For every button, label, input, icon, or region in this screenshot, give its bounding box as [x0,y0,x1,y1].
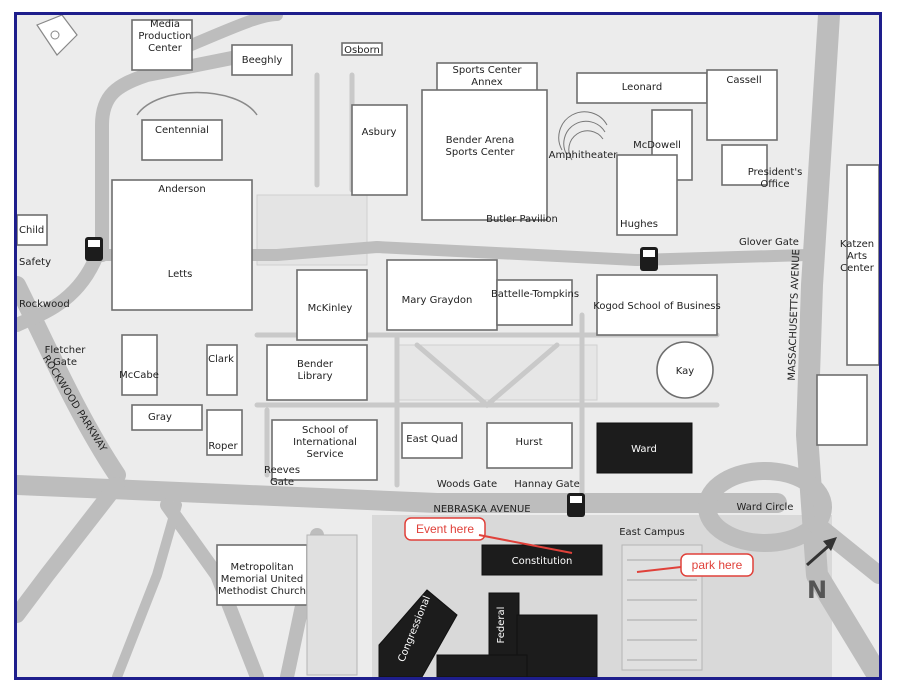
label-federal: Federal [496,607,507,644]
label-amphitheater: Amphitheater [549,150,619,161]
label-hurst: Hurst [515,437,542,448]
event-here-callout[interactable]: Event here [404,517,573,554]
label-sports-annex: Sports Center [453,65,523,76]
label-sis: School of [302,425,348,436]
label-rockwood: Rockwood [19,299,70,310]
quad-lawn [396,344,598,401]
label-fletcher-gate: Fletcher [45,345,87,356]
park-here-callout[interactable]: park here [636,553,754,577]
label-katzen: Arts [847,251,867,262]
label-constitution: Constitution [512,556,573,567]
label-hannay-gate: Hannay Gate [514,479,580,490]
label-asbury: Asbury [362,127,397,138]
label-ward: Ward [631,444,657,455]
label-mckinley: McKinley [308,303,353,314]
label-media-production: Media [150,19,180,30]
gate-labels: Glover Gate Fletcher Gate Reeves Gate Wo… [45,237,799,490]
label-reeves-gate: Gate [270,477,294,488]
label-glover-gate: Glover Gate [739,237,799,248]
shuttle-bus-icon [640,247,658,271]
east-campus-buildings [378,422,693,677]
centennial-arch [136,91,258,116]
label-child: Child [19,225,44,236]
label-metropolitan: Memorial United [221,574,303,585]
shuttle-bus-icon [567,493,585,517]
label-katzen: Center [840,263,875,274]
label-beeghly: Beeghly [242,55,283,66]
label-bender-arena: Bender Arena [446,135,515,146]
campus-map-frame: Media Production Center Beeghly Osborn S… [14,12,882,680]
label-east-quad: East Quad [406,434,457,445]
label-metropolitan: Methodist Church [218,586,306,597]
label-east-campus: East Campus [619,527,685,538]
label-ward-circle: Ward Circle [737,502,794,513]
label-reeves-gate: Reeves [264,465,300,476]
label-cassell: Cassell [726,75,761,86]
label-kay: Kay [676,366,695,377]
label-bender-library: Bender [297,359,334,370]
north-label: N [807,576,827,604]
label-anderson: Anderson [158,184,205,195]
label-sports-annex: Annex [471,77,502,88]
label-sis: Service [307,449,344,460]
label-sis: International [293,437,357,448]
label-media-production: Center [148,43,183,54]
label-hughes: Hughes [620,219,658,230]
shuttle-bus-icon [85,237,103,261]
label-presidents-office: Office [760,179,789,190]
label-nebraska-avenue: NEBRASKA AVENUE [433,504,530,515]
label-metropolitan: Metropolitan [230,562,293,573]
buildings [17,19,879,606]
park-pointer [636,566,682,573]
parking-lots [306,534,703,676]
label-massachusetts-avenue: MASSACHUSETTS AVENUE [787,249,803,381]
event-pointer [478,534,573,554]
label-clark: Clark [208,354,234,365]
label-centennial: Centennial [155,125,209,136]
label-mcdowell: McDowell [633,140,681,151]
label-safety: Safety [19,257,51,268]
north-arrow-icon: N [806,537,837,604]
label-bender-arena: Sports Center [446,147,516,158]
campus-map[interactable]: Media Production Center Beeghly Osborn S… [17,15,879,677]
label-roper: Roper [208,441,238,452]
baseball-field [36,15,78,56]
label-mary-graydon: Mary Graydon [402,295,473,306]
label-fletcher-gate: Gate [53,357,77,368]
label-bender-library: Library [298,371,333,382]
label-osborn: Osborn [344,45,380,56]
label-katzen: Katzen [840,239,874,250]
label-butler-pavilion: Butler Pavilion [486,214,558,225]
label-woods-gate: Woods Gate [437,479,497,490]
label-media-production: Production [138,31,191,42]
building-labels: Media Production Center Beeghly Osborn S… [19,19,875,664]
label-gray: Gray [148,412,172,423]
amphitheater-seating [558,111,608,161]
park-here-label: park here [692,558,743,572]
label-presidents-office: President's [748,167,803,178]
label-battelle-tompkins: Battelle-Tompkins [491,289,579,300]
label-leonard: Leonard [622,82,662,93]
event-here-label: Event here [416,522,474,536]
label-letts: Letts [168,269,193,280]
label-kogod: Kogod School of Business [593,301,720,312]
label-mccabe: McCabe [119,370,159,381]
